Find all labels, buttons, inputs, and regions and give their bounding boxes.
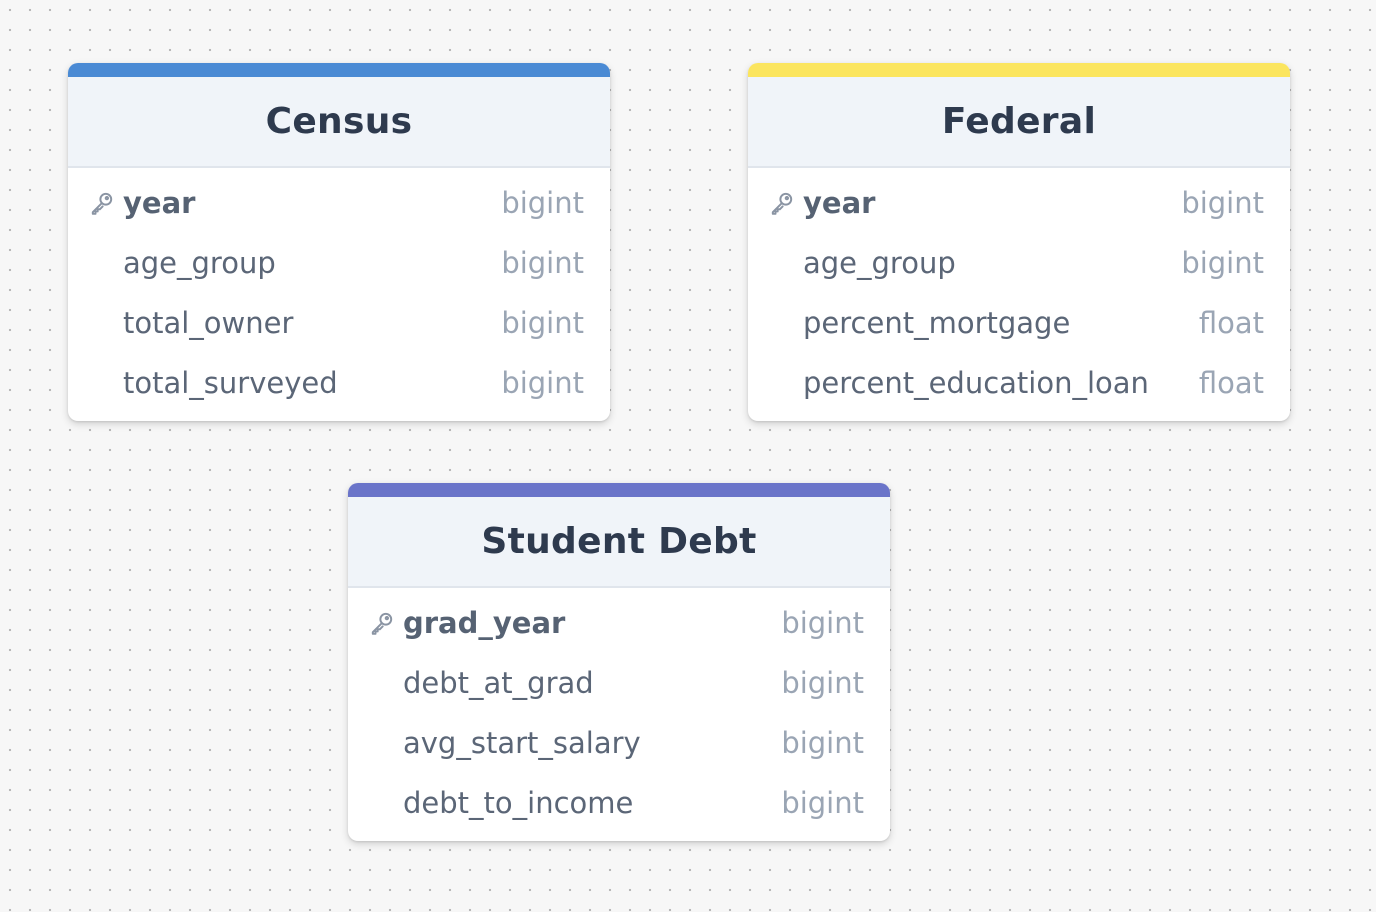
field-list: year bigint age_group bigint total_owner… — [68, 168, 610, 421]
field-row-total-surveyed[interactable]: total_surveyed bigint — [68, 353, 610, 413]
table-title: Census — [265, 101, 413, 142]
field-row-year[interactable]: year bigint — [68, 173, 610, 233]
table-color-bar — [748, 63, 1290, 77]
field-type: float — [1198, 366, 1264, 400]
key-icon — [769, 190, 795, 216]
table-card-census[interactable]: Census year bigint age_group bigint tota… — [68, 63, 610, 421]
field-type: bigint — [501, 306, 584, 340]
field-name: age_group — [803, 246, 956, 280]
table-header[interactable]: Census — [68, 77, 610, 168]
table-header[interactable]: Student Debt — [348, 497, 890, 588]
table-color-bar — [68, 63, 610, 77]
table-card-federal[interactable]: Federal year bigint age_group bigint per… — [748, 63, 1290, 421]
field-type: bigint — [1181, 246, 1264, 280]
field-row-total-owner[interactable]: total_owner bigint — [68, 293, 610, 353]
field-row-debt-at-grad[interactable]: debt_at_grad bigint — [348, 653, 890, 713]
field-type: bigint — [501, 246, 584, 280]
table-title: Student Debt — [481, 521, 757, 562]
field-name: avg_start_salary — [403, 726, 641, 760]
table-card-student-debt[interactable]: Student Debt grad_year bigint debt_at_gr… — [348, 483, 890, 841]
field-type: bigint — [501, 366, 584, 400]
field-row-avg-start-salary[interactable]: avg_start_salary bigint — [348, 713, 890, 773]
field-name: year — [123, 186, 196, 220]
field-name: age_group — [123, 246, 276, 280]
field-row-age-group[interactable]: age_group bigint — [68, 233, 610, 293]
key-icon — [369, 610, 395, 636]
field-type: float — [1198, 306, 1264, 340]
field-row-year[interactable]: year bigint — [748, 173, 1290, 233]
field-row-debt-to-income[interactable]: debt_to_income bigint — [348, 773, 890, 833]
table-title: Federal — [941, 101, 1097, 142]
table-header[interactable]: Federal — [748, 77, 1290, 168]
field-type: bigint — [781, 786, 864, 820]
field-name: percent_education_loan — [803, 366, 1149, 400]
field-type: bigint — [781, 726, 864, 760]
field-type: bigint — [501, 186, 584, 220]
field-type: bigint — [781, 606, 864, 640]
field-row-percent-education-loan[interactable]: percent_education_loan float — [748, 353, 1290, 413]
field-list: year bigint age_group bigint percent_mor… — [748, 168, 1290, 421]
field-name: debt_to_income — [403, 786, 634, 820]
field-name: debt_at_grad — [403, 666, 594, 700]
field-row-percent-mortgage[interactable]: percent_mortgage float — [748, 293, 1290, 353]
field-row-age-group[interactable]: age_group bigint — [748, 233, 1290, 293]
field-type: bigint — [1181, 186, 1264, 220]
field-name: percent_mortgage — [803, 306, 1071, 340]
field-name: total_owner — [123, 306, 294, 340]
field-name: year — [803, 186, 876, 220]
field-type: bigint — [781, 666, 864, 700]
field-list: grad_year bigint debt_at_grad bigint avg… — [348, 588, 890, 841]
table-color-bar — [348, 483, 890, 497]
field-name: total_surveyed — [123, 366, 338, 400]
field-row-grad-year[interactable]: grad_year bigint — [348, 593, 890, 653]
key-icon — [89, 190, 115, 216]
field-name: grad_year — [403, 606, 566, 640]
